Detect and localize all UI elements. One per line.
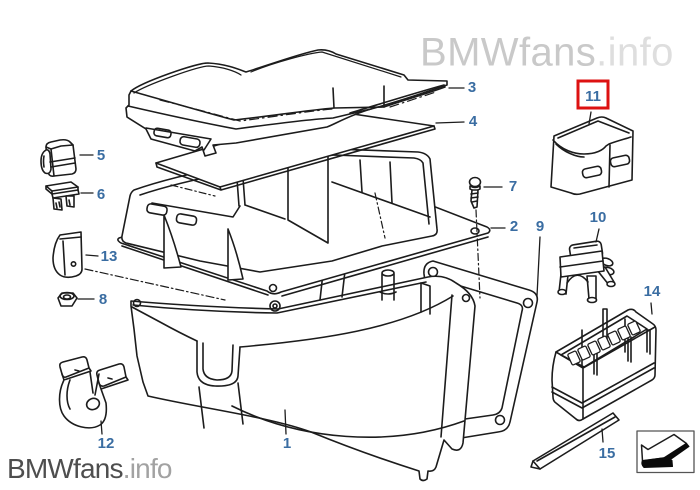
svg-text:10: 10 bbox=[590, 209, 607, 226]
svg-text:4: 4 bbox=[469, 113, 478, 130]
svg-text:5: 5 bbox=[97, 147, 105, 164]
svg-text:6: 6 bbox=[97, 186, 105, 203]
svg-text:11: 11 bbox=[585, 88, 601, 105]
svg-text:1: 1 bbox=[283, 435, 291, 452]
svg-text:8: 8 bbox=[99, 291, 107, 308]
svg-text:BMWfans.info: BMWfans.info bbox=[420, 31, 674, 75]
svg-text:9: 9 bbox=[536, 218, 544, 235]
svg-text:12: 12 bbox=[98, 435, 115, 452]
svg-text:13: 13 bbox=[101, 248, 118, 265]
svg-text:3: 3 bbox=[468, 79, 476, 96]
svg-text:14: 14 bbox=[644, 283, 661, 300]
svg-text:15: 15 bbox=[599, 445, 616, 462]
svg-text:2: 2 bbox=[510, 218, 518, 235]
svg-text:7: 7 bbox=[509, 178, 517, 195]
svg-text:BMWfans.info: BMWfans.info bbox=[7, 453, 172, 484]
